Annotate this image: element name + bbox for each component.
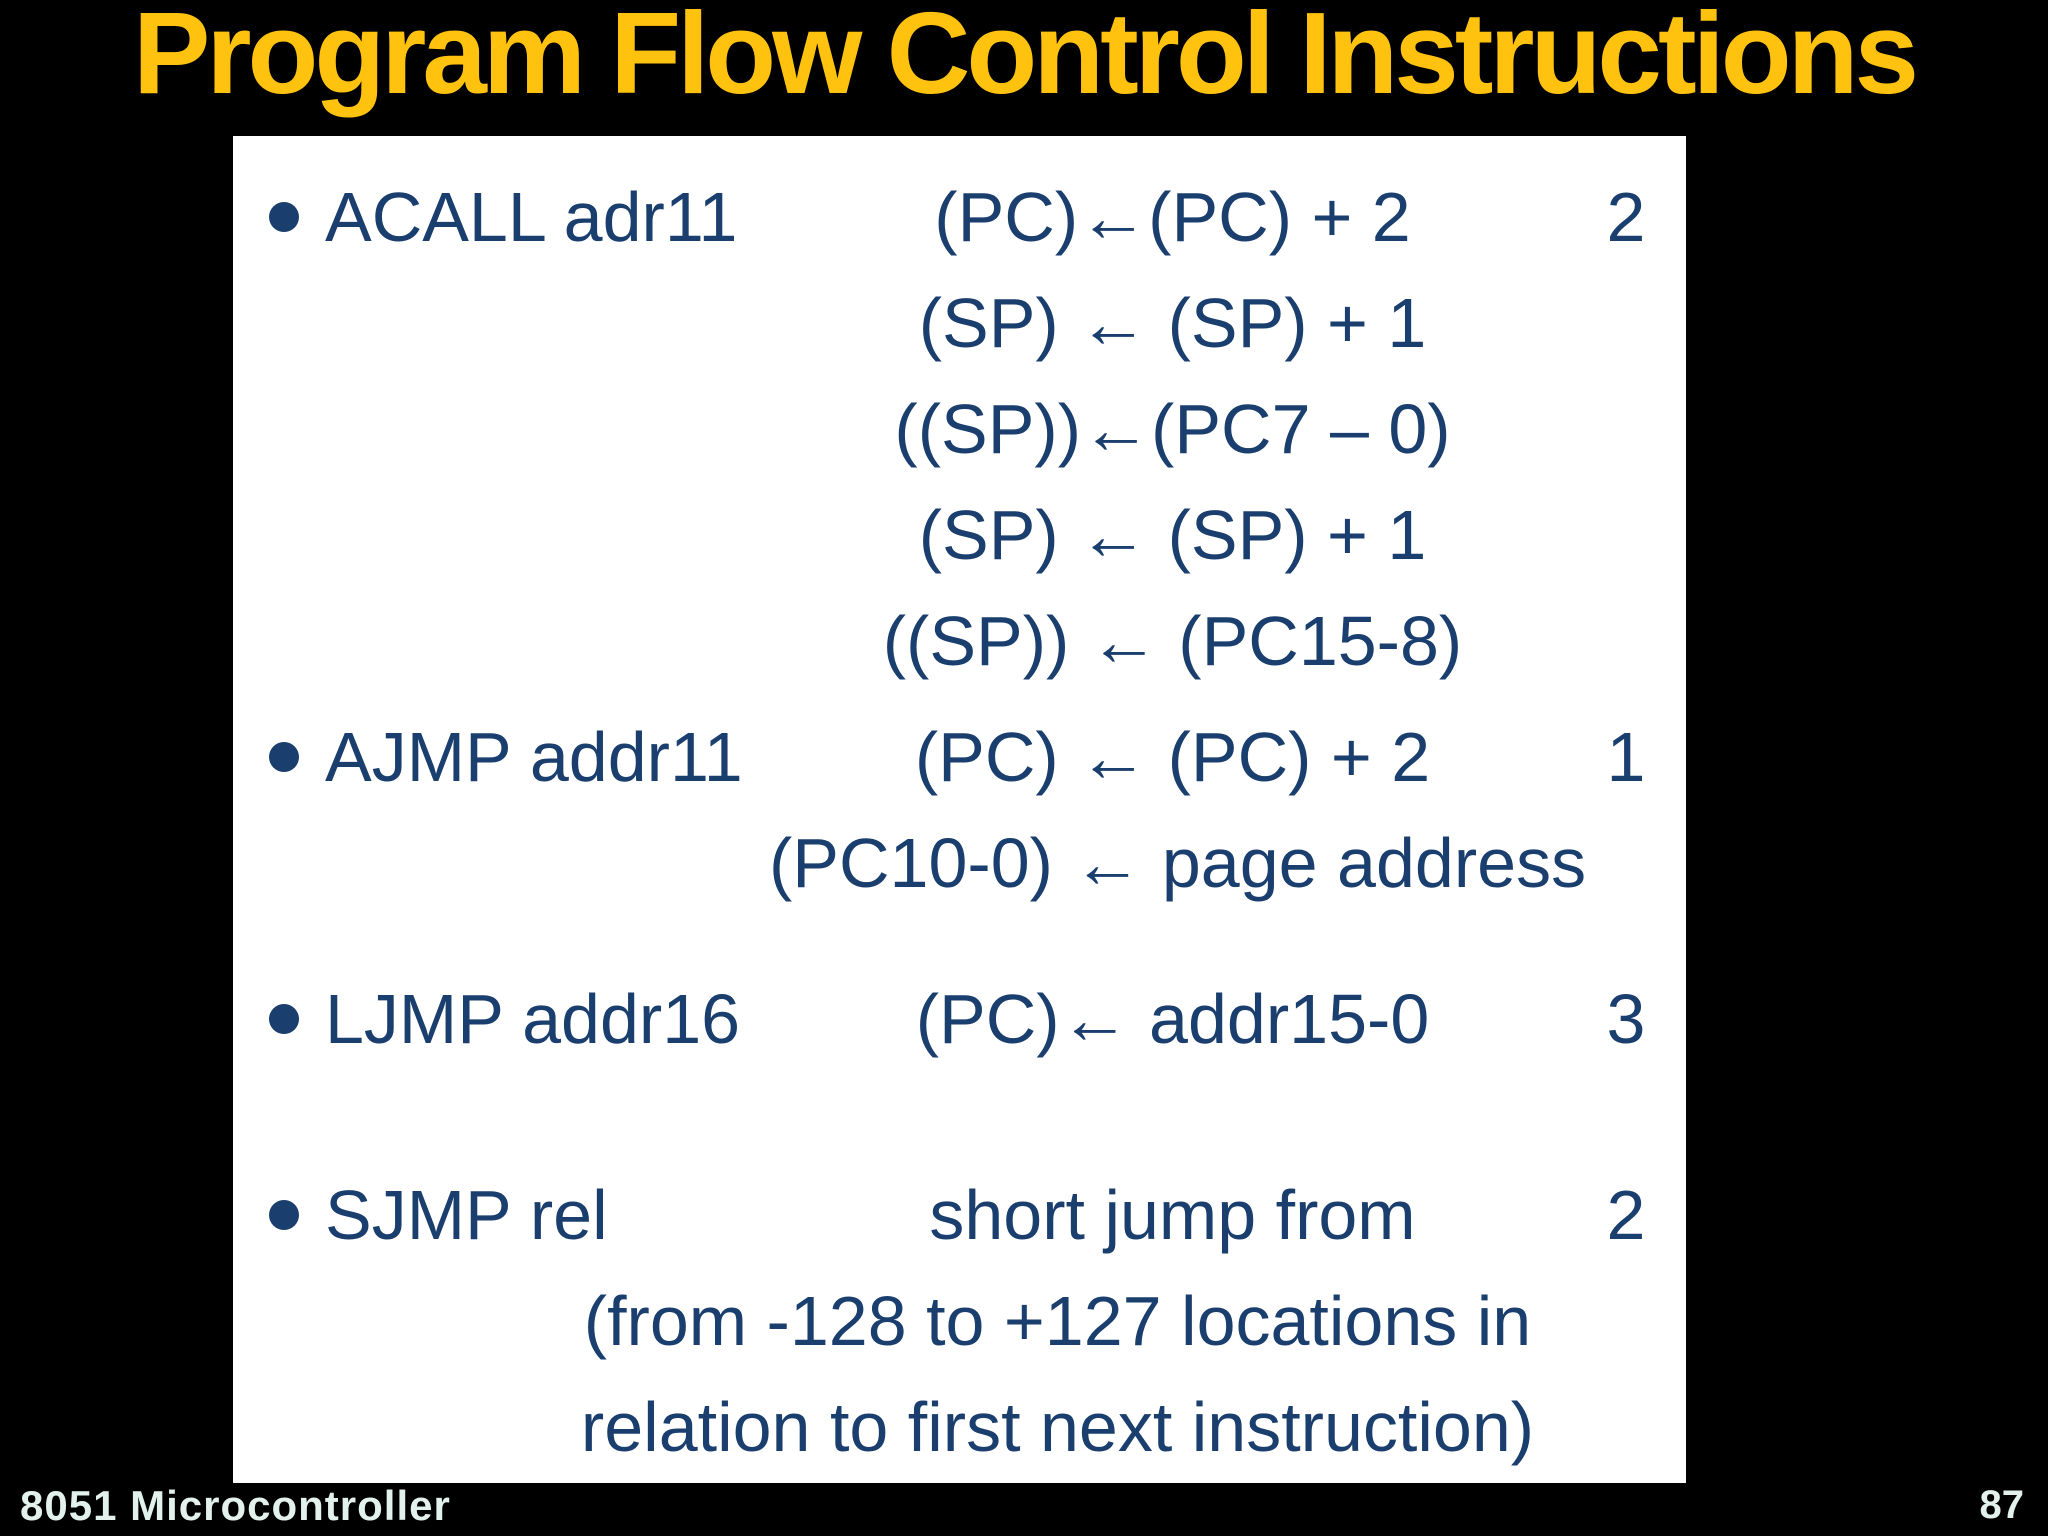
instruction-row: relation to first next instruction) [233,1374,1686,1480]
instruction-row: (from -128 to +127 locations in [233,1268,1686,1374]
instruction-row: (SP) ← (SP) + 1 [233,270,1686,376]
instruction-operation: (PC)←(PC) + 2 [934,178,1411,256]
instruction-row: ACALL adr11 (PC)←(PC) + 2 2 [233,164,1686,270]
instruction-operation: (SP) ← (SP) + 1 [918,284,1427,362]
instruction-operation: ((SP)) ← (PC15-8) [882,602,1463,680]
instruction-operation: ((SP))←(PC7 – 0) [894,390,1451,468]
instruction-row: LJMP addr16 (PC)← addr15-0 3 [233,966,1686,1072]
instruction-mnemonic-cell: LJMP addr16 [269,979,769,1059]
instruction-row: (SP) ← (SP) + 1 [233,482,1686,588]
bullet-icon [269,202,299,232]
instruction-operation: (PC10-0) ← page address [769,824,1587,902]
instruction-bytes: 1 [1606,718,1646,796]
bullet-icon [269,742,299,772]
instruction-mnemonic: LJMP addr16 [325,980,741,1058]
slide-title: Program Flow Control Instructions [132,0,1919,118]
instruction-operation: short jump from [929,1176,1416,1254]
bullet-icon [269,1004,299,1034]
instruction-row: AJMP addr11 (PC) ← (PC) + 2 1 [233,704,1686,810]
instruction-bytes: 2 [1606,178,1646,256]
instruction-operation: (SP) ← (SP) + 1 [918,496,1427,574]
instruction-row: SJMP rel short jump from 2 [233,1162,1686,1268]
instruction-row: ((SP)) ← (PC15-8) [233,588,1686,694]
instruction-operation: relation to first next instruction) [580,1388,1535,1466]
instruction-mnemonic-cell: SJMP rel [269,1175,769,1255]
instruction-row: ((SP))←(PC7 – 0) [233,376,1686,482]
content-panel: ACALL adr11 (PC)←(PC) + 2 2 (SP) ← (SP) + 1… [233,136,1686,1483]
page-number: 87 [1979,1483,2025,1527]
instruction-operation: (PC) ← (PC) + 2 [914,718,1431,796]
instruction-mnemonic-cell: AJMP addr11 [269,717,769,797]
footer-course-label: 8051 Microcontroller [20,1482,451,1529]
instruction-mnemonic: ACALL adr11 [325,178,738,256]
instruction-operation: (PC)← addr15-0 [915,980,1430,1058]
instruction-mnemonic: AJMP addr11 [325,718,743,796]
instruction-mnemonic: SJMP rel [325,1176,608,1254]
instruction-bytes: 2 [1606,1176,1646,1254]
instruction-mnemonic-cell: ACALL adr11 [269,177,769,257]
instruction-bytes: 3 [1606,980,1646,1058]
bullet-icon [269,1200,299,1230]
instruction-row: (PC10-0) ← page address [233,810,1686,916]
instruction-operation: (from -128 to +127 locations in [583,1282,1532,1360]
instruction-rows: ACALL adr11 (PC)←(PC) + 2 2 (SP) ← (SP) + 1… [233,136,1686,1480]
